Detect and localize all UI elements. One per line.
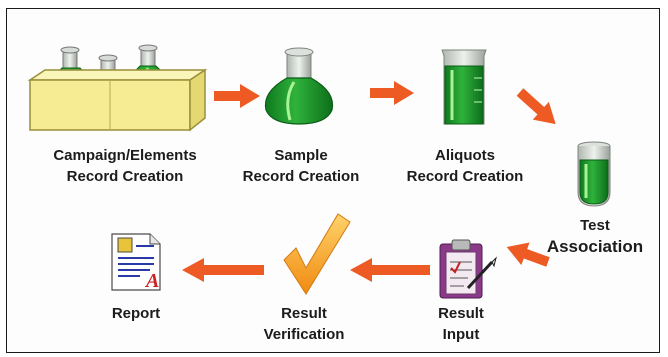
result-input-label: Result Input: [438, 305, 484, 343]
arrow-campaign-to-sample: [214, 84, 260, 108]
sample-label: Sample Record Creation: [242, 147, 360, 185]
result-verification-label: Result Verification: [263, 305, 345, 343]
round-flask-icon: [264, 47, 334, 125]
checkmark-icon: [283, 213, 351, 295]
arrow-input-to-verification: [350, 258, 430, 282]
beaker-icon: [441, 49, 487, 125]
report-label: Report: [111, 305, 161, 322]
document-icon: A: [111, 233, 161, 292]
test-association-label: Test Association: [546, 217, 644, 256]
test-tube-icon: [577, 141, 611, 207]
arrow-sample-to-aliquots: [370, 81, 414, 105]
arrow-aliquots-to-test: [516, 88, 556, 125]
aliquots-label: Aliquots Record Creation: [406, 147, 524, 185]
arrow-verification-to-report: [182, 258, 264, 282]
clipboard-icon: [439, 239, 497, 299]
svg-text:A: A: [144, 270, 159, 292]
campaign-label: Campaign/Elements Record Creation: [53, 147, 197, 185]
arrow-test-to-result-input: [506, 242, 550, 267]
crate-of-flasks-icon: [27, 44, 208, 132]
